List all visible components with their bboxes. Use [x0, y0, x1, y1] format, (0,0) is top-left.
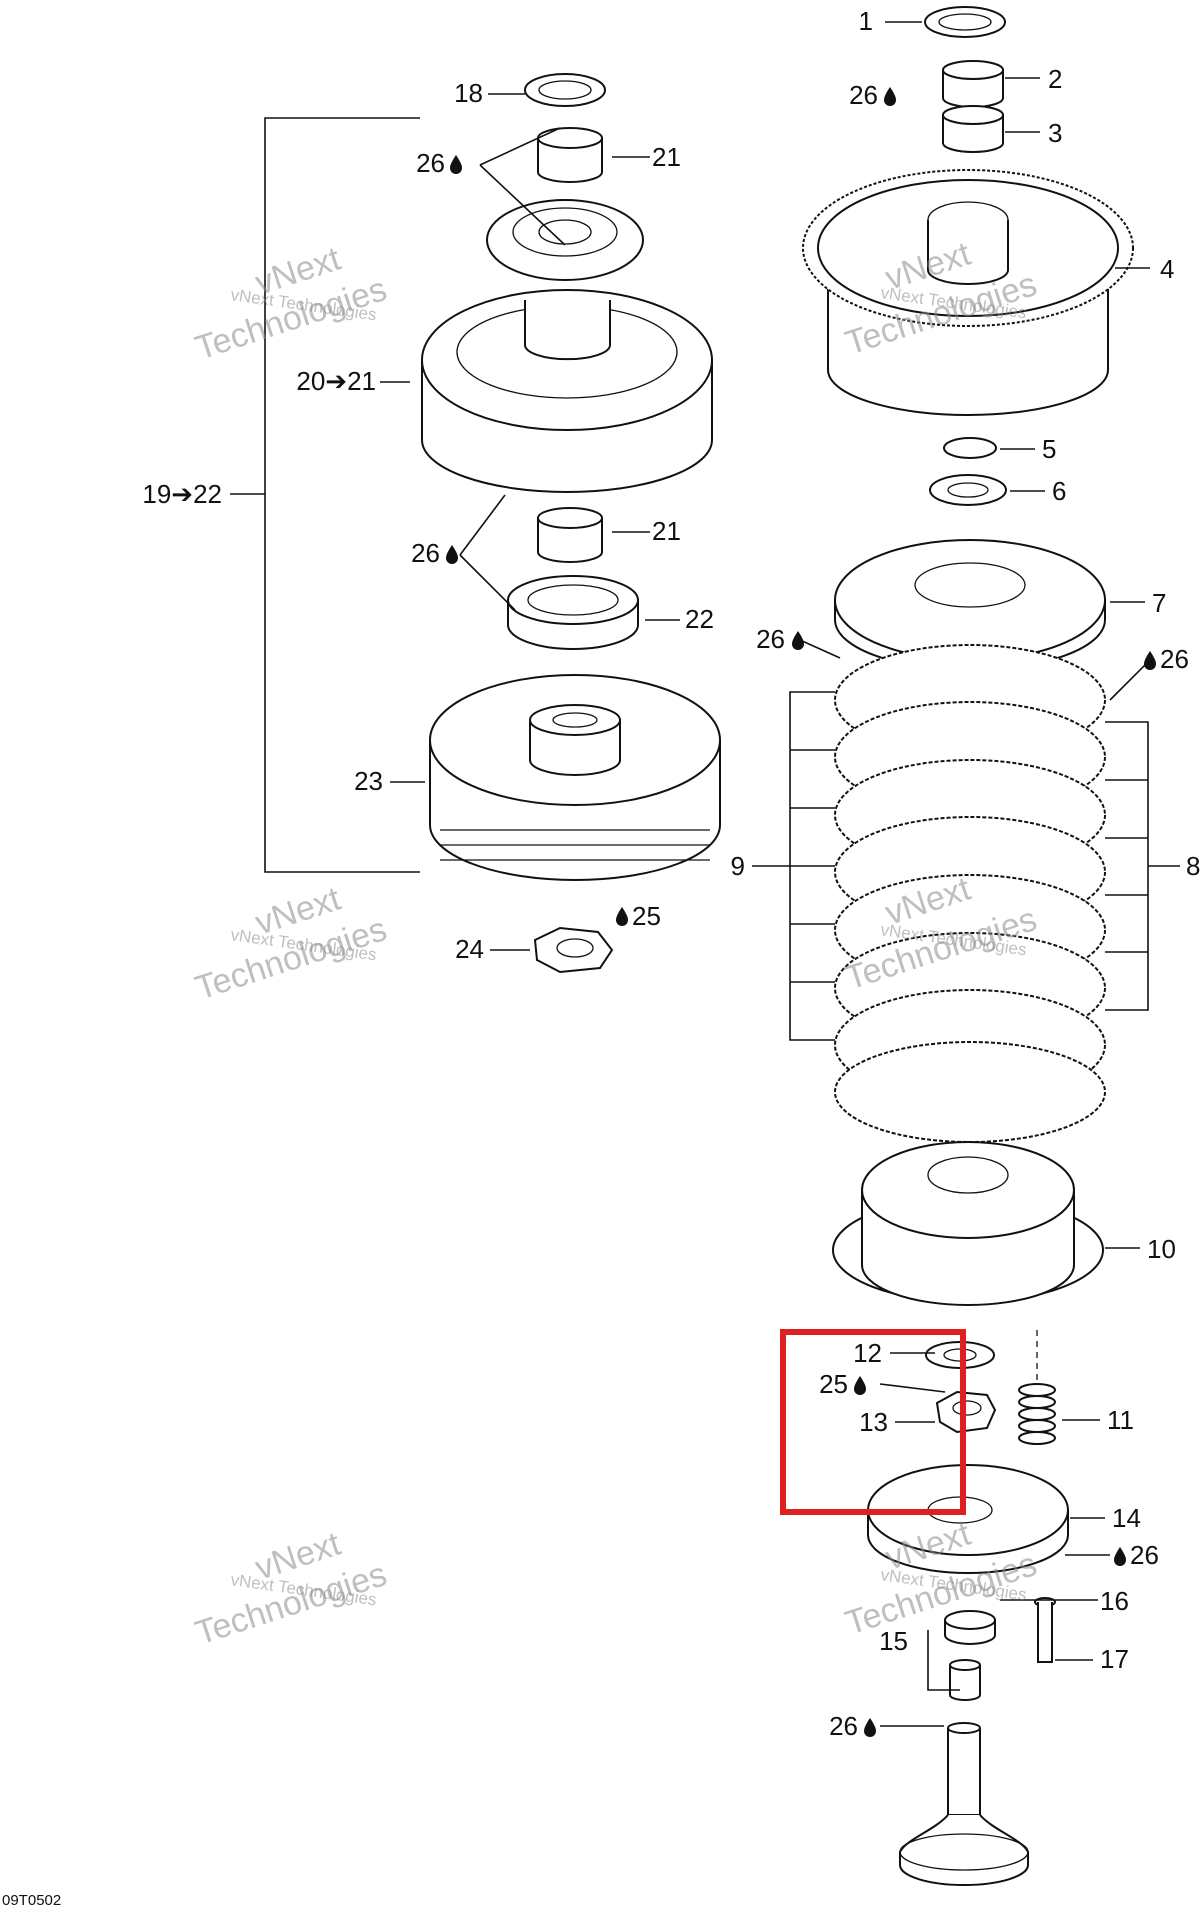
part-23-clutch-hub: [429, 674, 721, 881]
part-5-o-ring: [943, 437, 997, 459]
callout-26-a: 26: [849, 80, 878, 110]
part-22-sprag-clutch: [507, 575, 639, 650]
oil-drop-icon: [1144, 651, 1156, 670]
parts-8-9-clutch-plates: [834, 644, 1106, 1143]
callout-25-a: 25: [819, 1369, 848, 1399]
callout-17: 17: [1100, 1644, 1129, 1674]
part-4-clutch-basket: [802, 169, 1134, 416]
oil-drop-icon: [616, 907, 628, 926]
part-24-nut: [533, 926, 614, 974]
part-18-washer: [524, 73, 606, 107]
callout-22: 22: [685, 604, 714, 634]
callout-11: 11: [1107, 1405, 1134, 1435]
callout-2: 2: [1048, 64, 1062, 94]
callout-9: 9: [731, 851, 745, 881]
part-21-bushing-top: [537, 127, 603, 183]
callout-3: 3: [1048, 118, 1062, 148]
callout-25-b: 25: [632, 901, 661, 931]
callout-21-b: 21: [652, 516, 681, 546]
part-15-pushrod: [899, 1659, 1029, 1886]
callout-7: 7: [1152, 588, 1166, 618]
oil-drop-icon: [450, 155, 462, 174]
drawing-code: 09T0502: [2, 1892, 61, 1909]
part-14-spring-retainer: [867, 1464, 1069, 1574]
callout-13: 13: [859, 1407, 888, 1437]
callout-21-a: 21: [652, 142, 681, 172]
oil-drop-icon: [884, 87, 896, 106]
callout-15: 15: [879, 1626, 908, 1656]
callout-5: 5: [1042, 434, 1056, 464]
callout-16: 16: [1100, 1586, 1129, 1616]
callout-labels: 1 2 3 26 4 5 6 7 26 26 8 9 10 12 25 13 1…: [142, 6, 1200, 1741]
part-10-inner-hub: [832, 1141, 1104, 1306]
oil-drop-icon: [446, 545, 458, 564]
callout-10: 10: [1147, 1234, 1176, 1264]
callout-1: 1: [859, 6, 873, 36]
callout-20-21: 20➔21: [296, 366, 376, 396]
callout-18: 18: [454, 78, 483, 108]
callout-14: 14: [1112, 1503, 1141, 1533]
callout-26-g: 26: [411, 538, 440, 568]
highlight-box: [780, 1329, 966, 1515]
part-1-washer: [924, 6, 1006, 38]
callout-26-e: 26: [829, 1711, 858, 1741]
part-6-washer: [929, 474, 1007, 506]
callout-19-22: 19➔22: [142, 479, 222, 509]
callout-4: 4: [1160, 254, 1174, 284]
callout-6: 6: [1052, 476, 1066, 506]
callout-26-b: 26: [1160, 644, 1189, 674]
part-20-gear-drum: [421, 199, 713, 493]
oil-drop-icon: [854, 1376, 866, 1395]
callout-23: 23: [354, 766, 383, 796]
oil-drop-icon: [1114, 1547, 1126, 1566]
part-16-bearing: [944, 1610, 996, 1645]
part-3-needle-bearing: [942, 105, 1004, 153]
part-17-bolt: [1034, 1597, 1056, 1663]
callout-24: 24: [455, 934, 484, 964]
callout-26-d: 26: [1130, 1540, 1159, 1570]
part-11-spring: [1018, 1383, 1056, 1445]
oil-drop-icon: [792, 631, 804, 650]
callout-8: 8: [1186, 851, 1200, 881]
oil-drop-icon: [864, 1718, 876, 1737]
bracket-19-22: [264, 117, 420, 873]
callout-26-f: 26: [416, 148, 445, 178]
callout-26-c: 26: [756, 624, 785, 654]
part-2-needle-bearing: [942, 60, 1004, 108]
callout-12: 12: [853, 1338, 882, 1368]
part-21-bushing-lower: [537, 507, 603, 563]
